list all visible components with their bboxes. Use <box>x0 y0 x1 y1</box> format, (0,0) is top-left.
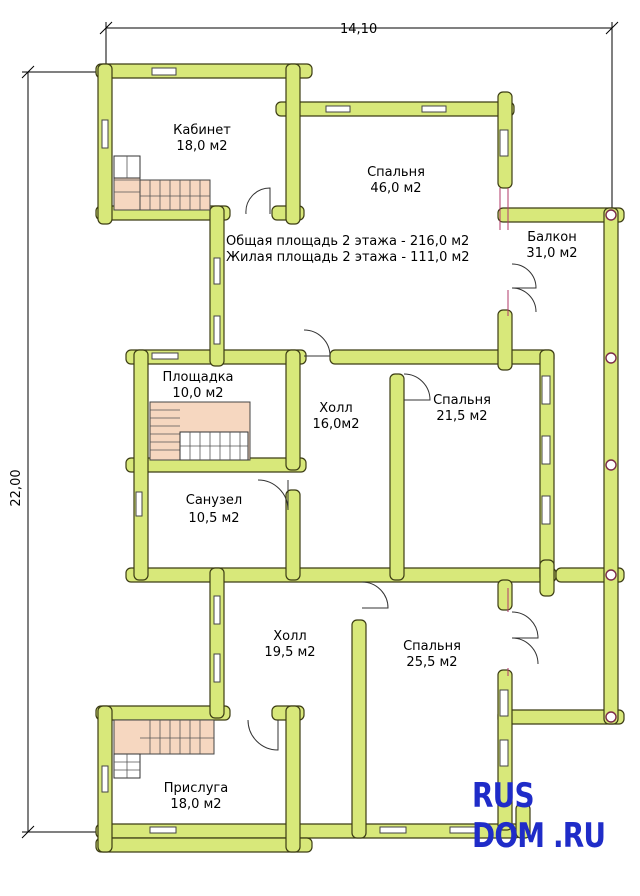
room-area-holl-upper: 16,0м2 <box>312 417 359 432</box>
room-name-holl-lower: Холл <box>273 629 306 644</box>
room-area-kabinet: 18,0 м2 <box>176 139 227 154</box>
room-area-prisluga: 18,0 м2 <box>170 797 221 812</box>
doors <box>245 187 539 751</box>
room-name-kabinet: Кабинет <box>173 123 231 138</box>
summary-total-area: Общая площадь 2 этажа - 216,0 м2 <box>226 234 469 249</box>
room-name-sanuzel: Санузел <box>186 493 242 508</box>
room-name-spalnya-main: Спальня <box>367 165 425 180</box>
room-area-sanuzel: 10,5 м2 <box>188 511 239 526</box>
room-name-spalnya-mid: Спальня <box>433 393 491 408</box>
room-area-spalnya-mid: 21,5 м2 <box>436 409 487 424</box>
stairs-ploshchadka <box>149 401 251 461</box>
height-dimension-label: 22,00 <box>9 469 24 506</box>
room-area-spalnya-main: 46,0 м2 <box>370 181 421 196</box>
room-area-ploshchadka: 10,0 м2 <box>172 386 223 401</box>
room-area-balkon: 31,0 м2 <box>526 246 577 261</box>
stairs-kabinet <box>113 155 211 211</box>
balcony-posts <box>605 209 617 723</box>
stairs-prisluga <box>113 719 215 779</box>
room-name-ploshchadka: Площадка <box>162 370 233 385</box>
room-area-holl-lower: 19,5 м2 <box>264 645 315 660</box>
site-logo: RUS DOM .RU <box>472 776 606 856</box>
room-name-prisluga: Прислуга <box>164 781 228 796</box>
room-name-balkon: Балкон <box>527 230 577 245</box>
summary-living-area: Жилая площадь 2 этажа - 111,0 м2 <box>226 250 470 265</box>
dimension-left <box>21 65 100 839</box>
room-name-spalnya-lower: Спальня <box>403 639 461 654</box>
windows <box>101 67 551 834</box>
room-area-spalnya-lower: 25,5 м2 <box>406 655 457 670</box>
room-name-holl-upper: Холл <box>319 401 352 416</box>
width-dimension-label: 14,10 <box>340 22 377 37</box>
